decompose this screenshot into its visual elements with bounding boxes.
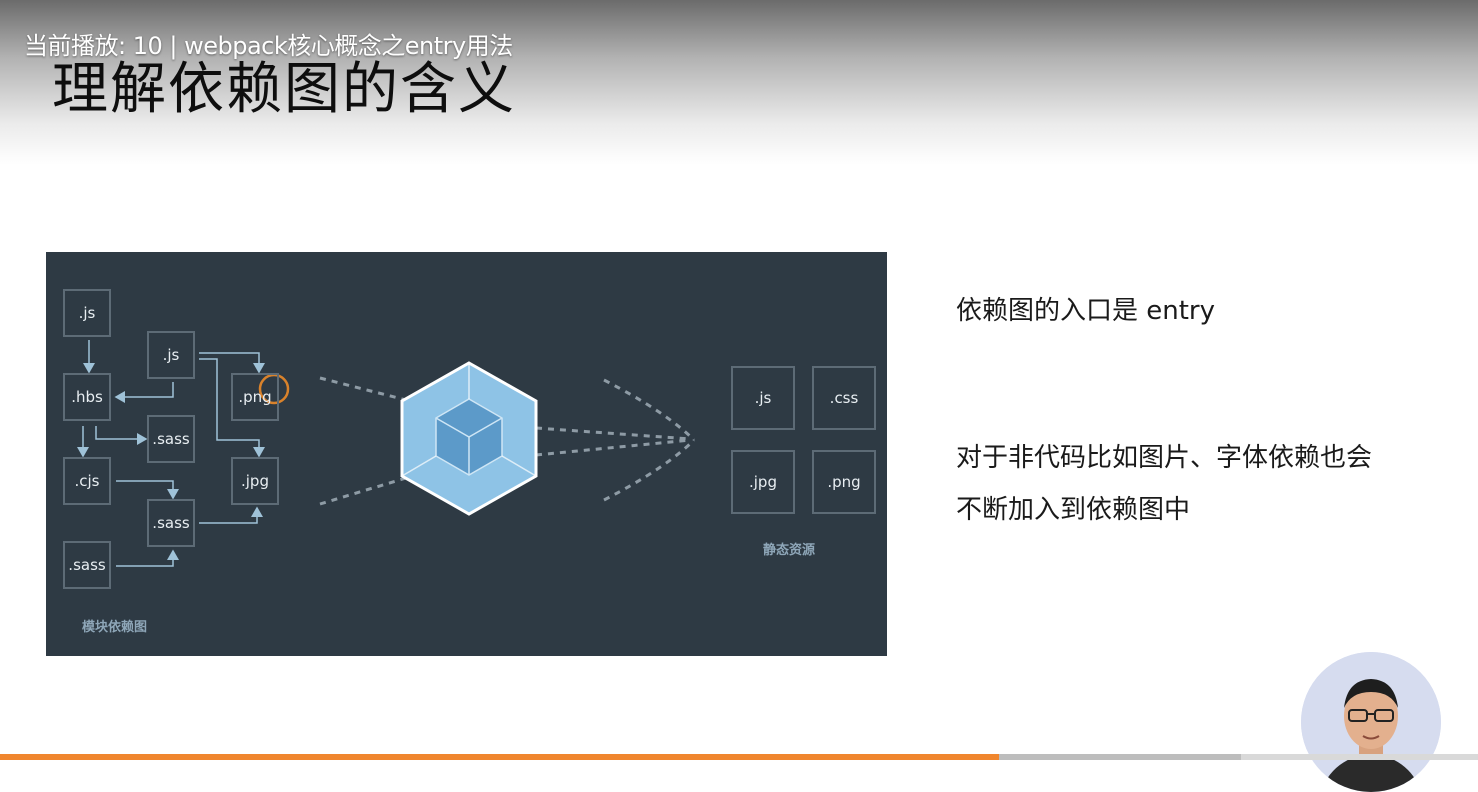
module-box: .hbs: [63, 373, 111, 421]
flow-dashed-line: [603, 378, 696, 442]
connector-arrow: [199, 358, 265, 458]
module-box: .sass: [63, 541, 111, 589]
flow-dashed-line: [535, 438, 692, 457]
note-entry: 依赖图的入口是 entry: [956, 296, 1216, 326]
webpack-cube-icon: [400, 361, 538, 516]
connector-arrow: [199, 506, 263, 524]
connector-arrow: [95, 426, 148, 445]
module-box: .js: [63, 289, 111, 337]
connector-arrow: [116, 480, 179, 500]
note-non-code: 对于非代码比如图片、字体依赖也会: [956, 443, 1373, 473]
connector-arrow: [199, 352, 265, 374]
progress-buffered: [999, 754, 1241, 760]
flow-dashed-line: [319, 376, 407, 402]
flow-dashed-line: [319, 476, 407, 506]
flow-dashed-line: [603, 438, 696, 502]
connector-arrow: [114, 382, 174, 403]
module-box: .sass: [147, 415, 195, 463]
asset-box: .png: [812, 450, 876, 514]
video-progress-bar[interactable]: [0, 754, 1478, 760]
presenter-webcam: [1301, 652, 1441, 792]
module-graph-label: 模块依赖图: [82, 620, 148, 635]
now-playing-label: 当前播放: 10 | webpack核心概念之entry用法: [24, 32, 513, 60]
dependency-graph-diagram: .js .js .hbs .png .sass .cjs .jpg .sass …: [46, 252, 887, 656]
connector-arrow: [116, 549, 179, 567]
module-box: .js: [147, 331, 195, 379]
asset-box: .jpg: [731, 450, 795, 514]
asset-box: .css: [812, 366, 876, 430]
cursor-highlight-ring: [258, 373, 290, 405]
module-box: .png: [231, 373, 279, 421]
module-box: .jpg: [231, 457, 279, 505]
presenter-avatar: [1301, 652, 1441, 792]
module-box: .cjs: [63, 457, 111, 505]
progress-played: [0, 754, 999, 760]
static-assets-label: 静态资源: [763, 543, 816, 558]
module-box: .sass: [147, 499, 195, 547]
note-added-to-graph: 不断加入到依赖图中: [956, 495, 1191, 525]
asset-box: .js: [731, 366, 795, 430]
diagram-connectors: [77, 340, 696, 567]
flow-dashed-line: [535, 426, 692, 441]
